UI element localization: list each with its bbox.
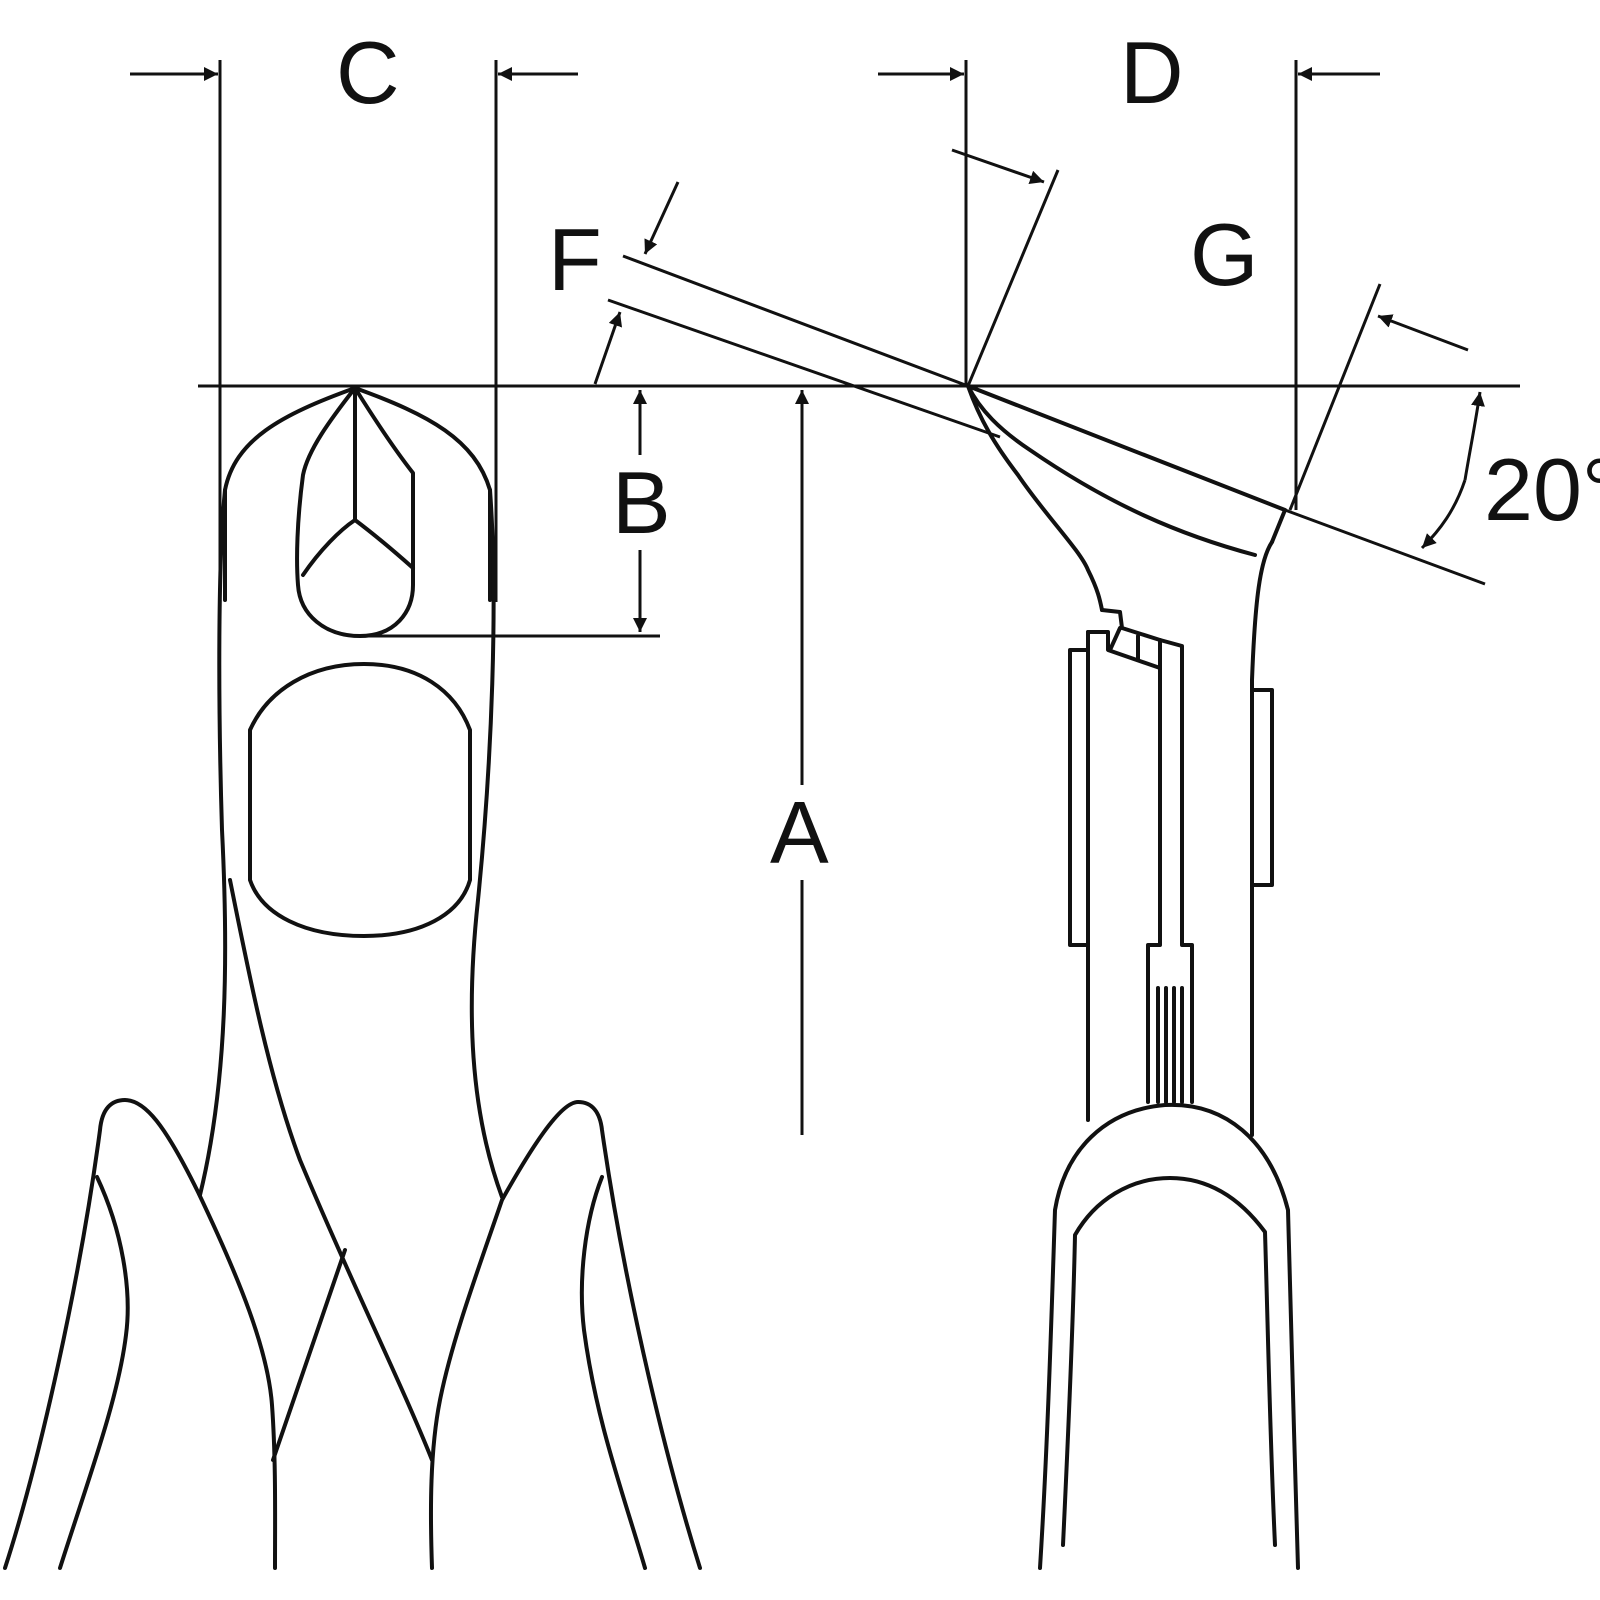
front-handle-crossline — [228, 878, 434, 1462]
label-c: C — [336, 23, 400, 122]
front-handle-crossline-short — [271, 1248, 347, 1462]
front-blade-outline — [295, 386, 415, 638]
label-a: A — [770, 783, 829, 882]
dimension-labels: C D F G B A 20° — [336, 23, 1600, 882]
side-jaw-upper — [966, 384, 1287, 544]
side-jaw-underside — [966, 384, 1104, 612]
dim-f-arrow-top — [643, 181, 680, 255]
front-blade-ridge — [301, 386, 415, 577]
side-view — [966, 384, 1300, 1570]
side-rivet-block-inner — [1086, 630, 1162, 1104]
side-rivet-step — [1108, 626, 1162, 670]
label-g: G — [1190, 205, 1258, 304]
front-left-handle — [3, 1098, 278, 1570]
front-right-handle — [428, 1100, 702, 1570]
label-f: F — [548, 210, 602, 309]
dim-f-line-lower — [607, 298, 1001, 439]
dim-g-extension-right — [1288, 283, 1382, 511]
dim-angle-arc-up — [1463, 391, 1485, 481]
front-view — [3, 386, 702, 1570]
side-jaw-lower — [966, 384, 1257, 557]
dim-f-arrow-bottom — [593, 311, 623, 385]
side-rivet-block — [1100, 608, 1194, 1104]
label-b: B — [612, 453, 671, 552]
front-body-right — [469, 488, 504, 1199]
side-handle-arch-outer — [1038, 1102, 1300, 1570]
dim-angle-line — [1284, 508, 1486, 586]
front-head-outline — [223, 386, 492, 602]
dim-g-extension-left — [966, 169, 1060, 387]
dim-f-line-upper — [622, 254, 969, 388]
front-right-handle-inner — [579, 1175, 647, 1570]
side-spring-wires — [1156, 986, 1184, 1104]
dimension-lines — [130, 60, 1520, 1135]
label-d: D — [1120, 23, 1184, 122]
front-left-handle-inner — [58, 1175, 130, 1570]
side-right-plate — [1250, 688, 1274, 887]
dim-angle-arc-down — [1420, 479, 1467, 550]
side-left-plate — [1068, 648, 1090, 947]
dim-g-arrow-right — [1377, 314, 1469, 352]
side-body-right — [1250, 540, 1274, 1137]
side-handle-arch-inner — [1061, 1176, 1277, 1547]
label-angle: 20° — [1484, 440, 1600, 539]
dim-g-arrow-left — [951, 148, 1045, 185]
front-spring-window — [248, 662, 472, 938]
